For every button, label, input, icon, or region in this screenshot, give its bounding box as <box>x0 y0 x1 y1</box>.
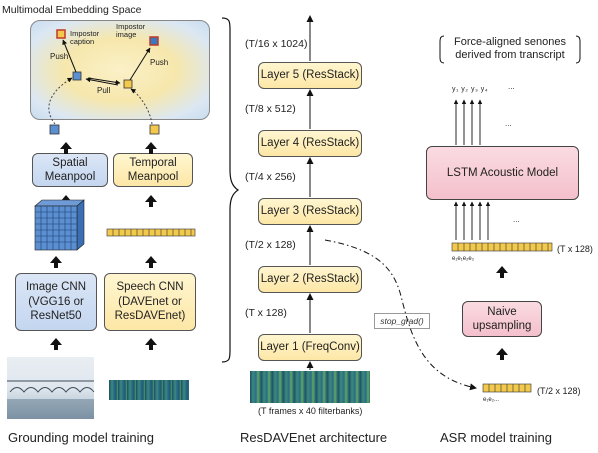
layer-4-dim: (T/8 x 512) <box>245 103 296 115</box>
asr-caption: ASR model training <box>440 430 552 445</box>
svg-text:...: ... <box>513 215 520 224</box>
svg-text:...: ... <box>505 119 512 128</box>
input-spectrogram-label: (T frames x 40 filterbanks) <box>258 406 363 416</box>
upsampled-embedding-strip <box>451 242 553 252</box>
layer-3-dim: (T/4 x 256) <box>245 171 296 183</box>
image-cnn-box: Image CNN (VGG16 or ResNet50 <box>15 273 97 331</box>
layer-5-box: Layer 5 (ResStack) <box>258 62 362 89</box>
upsampled-seq: e₁e₁e₂e₂ <box>452 256 475 262</box>
input-spectrogram <box>250 371 370 403</box>
input-embed-seq: e₁e₂... <box>483 397 500 403</box>
anchor-image-cube <box>72 71 82 81</box>
stop-grad-label: stop_grad() <box>374 313 430 329</box>
temporal-meanpool-box: Temporal Meanpool <box>113 153 193 187</box>
lstm-box: LSTM Acoustic Model <box>426 146 579 200</box>
speech-cnn-box: Speech CNN (DAVEnet or ResDAVEnet) <box>104 273 196 331</box>
resdavenet-caption: ResDAVEnet architecture <box>240 430 388 445</box>
pull-label: Pull <box>97 86 111 95</box>
layer-2-dim: (T/2 x 128) <box>245 239 296 251</box>
impostor-image-cube <box>149 36 159 46</box>
layer-1-dim: (T x 128) <box>245 307 287 319</box>
speech-spectrogram-small <box>109 380 189 400</box>
upsampled-dim: (T x 128) <box>557 244 593 254</box>
embedding-space-title: Multimodal Embedding Space <box>2 4 142 16</box>
push-left-label: Push <box>50 52 69 61</box>
impostor-caption-cube <box>56 29 66 39</box>
output-labels: y₁ y₂ y₃ y₄ <box>452 86 489 93</box>
image-feature-cube <box>34 199 85 251</box>
bridge-structure <box>7 380 95 393</box>
output-dots: ... <box>508 82 515 91</box>
push-right-label: Push <box>150 58 169 67</box>
impostor-image-label: Impostor image <box>116 22 146 40</box>
grounding-caption: Grounding model training <box>8 430 154 445</box>
input-embed-dim: (T/2 x 128) <box>537 386 581 396</box>
speech-feature-strip <box>106 228 196 237</box>
curly-brace <box>221 17 240 363</box>
impostor-caption-label: Impostor caption <box>70 29 100 47</box>
input-embedding-strip <box>482 383 532 393</box>
layer-5-dim: (T/16 x 1024) <box>245 38 308 50</box>
anchor-caption-cube <box>123 79 133 89</box>
senones-label: Force-aligned senones derived from trans… <box>454 36 566 62</box>
layer-4-box: Layer 4 (ResStack) <box>258 130 362 157</box>
upsampling-box: Naive upsampling <box>462 301 542 337</box>
layer-2-box: Layer 2 (ResStack) <box>258 266 362 293</box>
layer-3-box: Layer 3 (ResStack) <box>258 198 362 225</box>
spatial-meanpool-box: Spatial Meanpool <box>32 153 108 187</box>
layer-1-box: Layer 1 (FreqConv) <box>258 334 362 361</box>
